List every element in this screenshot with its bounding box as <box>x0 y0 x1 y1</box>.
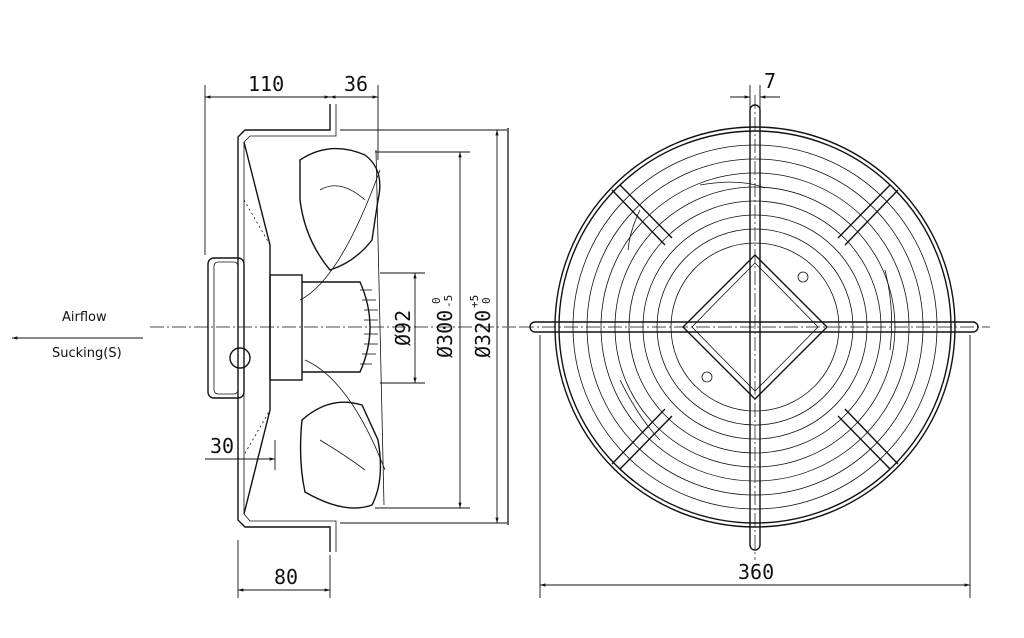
guard-ring <box>628 200 882 454</box>
blade-top <box>299 147 381 271</box>
mount-bolt <box>797 271 809 283</box>
guard-ring <box>642 214 868 440</box>
dim-7: 7 <box>764 69 776 93</box>
svg-text:-5: -5 <box>442 295 455 308</box>
guard-rings <box>554 126 956 528</box>
terminal-box <box>207 257 245 399</box>
dim-30: 30 <box>210 434 234 458</box>
svg-text:+5: +5 <box>468 295 481 308</box>
side-dimensions: 110 36 30 80 Ø92 Ø300 0 -5 Ø320 +5 0 <box>204 72 509 598</box>
guard-support-bars <box>529 104 979 551</box>
dim-hub-diameter: Ø92 <box>391 310 415 346</box>
dim-110: 110 <box>248 72 284 96</box>
blade-bottom <box>299 401 382 509</box>
motor-mount-plate <box>682 254 828 400</box>
dim-blade-diameter: Ø300 <box>433 310 457 358</box>
airflow-label: Airflow <box>62 310 107 325</box>
guard-ring <box>670 242 840 412</box>
dim-360: 360 <box>738 560 774 584</box>
guard-ring <box>586 158 924 496</box>
motor-body <box>269 274 303 381</box>
airflow-indicator: Airflow Sucking(S) <box>11 310 143 361</box>
svg-text:0: 0 <box>480 297 493 304</box>
svg-text:0: 0 <box>430 297 443 304</box>
mount-bolt <box>701 371 713 383</box>
guard-ring <box>558 130 952 524</box>
dim-36: 36 <box>344 72 368 96</box>
guard-ring <box>656 228 854 426</box>
dim-80: 80 <box>274 565 298 589</box>
cable-gland <box>229 347 251 369</box>
guard-ring <box>600 172 910 482</box>
front-dimensions: 7 360 <box>539 69 971 598</box>
front-view <box>520 95 990 560</box>
rotor-hub <box>302 281 371 373</box>
dim-ring-diameter: Ø320 <box>471 310 495 358</box>
airflow-mode: Sucking(S) <box>52 346 122 361</box>
guard-ring <box>554 126 956 528</box>
guard-ring <box>614 186 896 468</box>
guard-ring <box>572 144 938 510</box>
side-view <box>150 104 520 552</box>
